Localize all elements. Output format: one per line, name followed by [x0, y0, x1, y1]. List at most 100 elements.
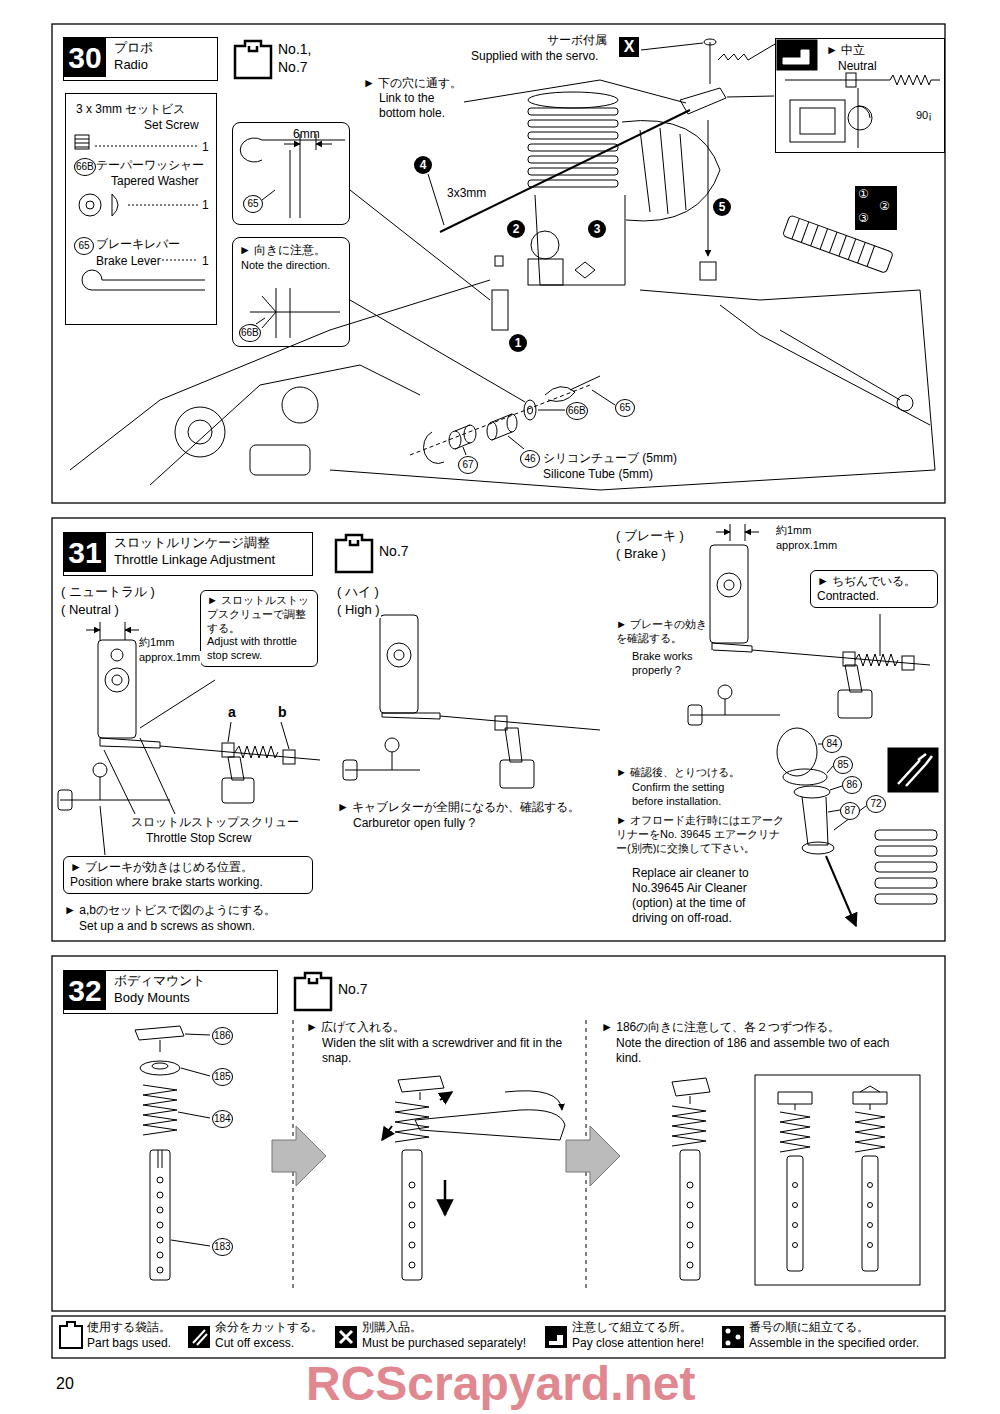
- legend-text: 番号の順に組立てる。: [748, 1320, 870, 1335]
- note-text: スロットルストップスクリュー: [130, 815, 300, 830]
- node-text: No.1, No.7: [278, 41, 326, 76]
- node-text: ブレーキレバー: [96, 237, 180, 252]
- callout-number: 5: [713, 198, 731, 216]
- note-text: b: [277, 704, 288, 722]
- parts-list: 3 x 3mm セットビスSet Screw166BテーパーワッシャーTaper…: [65, 93, 217, 325]
- note-text: approx.1mm: [138, 651, 201, 665]
- node-text: 3 x 3mm セットビス: [76, 102, 185, 117]
- note-text: Brake works properly ?: [631, 650, 713, 678]
- note-text: Replace air cleaner to No.39645 Air Clea…: [631, 866, 773, 926]
- part-number: 65: [243, 195, 263, 213]
- body-mount-illustration: [135, 1020, 920, 1290]
- note-text: Pay close attention here!: [571, 1336, 705, 1351]
- node-text: Contracted.: [817, 589, 931, 604]
- note-text: Carburetor open fully ?: [352, 816, 476, 831]
- bag-icon-shape: [235, 41, 271, 78]
- note-text: ( Neutral ): [60, 602, 120, 618]
- note-text: Must be purchased separately!: [361, 1336, 527, 1351]
- note-text: ► a,bのセットビスで図のようにする。: [63, 903, 277, 918]
- part-number: 66B: [239, 324, 261, 342]
- note-text: ► オフロード走行時にはエアークリナーをNo. 39645 エアークリナー(別売…: [615, 814, 789, 855]
- radio-illustration: [70, 39, 940, 490]
- step-number: 31: [64, 533, 106, 572]
- node-text: 1: [202, 198, 209, 213]
- note-text: Link to the bottom hole.: [378, 91, 462, 121]
- node-text: 6mm: [293, 127, 320, 142]
- node-text: Set Screw: [144, 118, 199, 133]
- part-number: 72: [866, 795, 886, 813]
- bag-label: No.7: [292, 970, 374, 1012]
- note-text: ( ハイ ): [336, 584, 380, 600]
- part-number: 87: [840, 802, 860, 820]
- step-arrows: [272, 1126, 620, 1186]
- note-text: ► キャブレターが全開になるか、確認する。: [336, 800, 581, 815]
- node-text: Throttle Linkage Adjustment: [114, 552, 275, 568]
- note-text: Set up a and b screws as shown.: [78, 919, 256, 934]
- callout-number: 1: [509, 334, 527, 352]
- part-number: 46: [520, 450, 540, 468]
- note-text: ► 186の向きに注意して、各２つずつ作る。: [600, 1020, 841, 1035]
- node-text: No.7: [338, 981, 368, 999]
- node-text: ► スロットルストップスクリューで調整する。: [207, 594, 311, 635]
- note-text: Widen the slit with a screwdriver and fi…: [321, 1036, 578, 1066]
- part-number: 86: [842, 776, 862, 794]
- note-text: ( High ): [336, 602, 381, 618]
- note-text: Supplied with the servo.: [470, 49, 599, 64]
- note-text: Cut off excess.: [214, 1336, 295, 1351]
- node-text: ► ブレーキが効きはじめる位置。: [70, 860, 306, 875]
- note-text: ( Brake ): [615, 546, 667, 562]
- neutral-inset: ► 中立Neutral90¡: [775, 38, 945, 153]
- node-text: ► 中立: [826, 43, 865, 58]
- step-header: 30プロポRadio: [63, 37, 218, 81]
- bag-icon: [333, 532, 375, 574]
- legend-text: 別購入品。: [361, 1320, 423, 1335]
- node-text: ボディマウント: [114, 973, 205, 989]
- detail-inset: 6mm 65: [232, 122, 350, 225]
- node-text: Tapered Washer: [111, 174, 199, 189]
- node-text: Body Mounts: [114, 990, 190, 1006]
- note-text: ( ニュートラル ): [60, 584, 156, 600]
- part-number: 185: [212, 1068, 233, 1086]
- note-callout: ► ブレーキが効きはじめる位置。Position where brake sta…: [63, 856, 313, 894]
- throttle-illustration: [58, 524, 938, 926]
- part-number: 183: [212, 1238, 233, 1256]
- part-number: 186: [212, 1027, 233, 1045]
- node-text: Radio: [114, 57, 148, 73]
- bag-icon-shape: [295, 973, 331, 1010]
- watermark: RCScrapyard.net: [305, 1360, 696, 1408]
- note-text: a: [227, 704, 237, 722]
- part-number: 184: [212, 1110, 233, 1128]
- node-text: ①: [858, 187, 869, 202]
- note-text: サーボ付属: [546, 33, 608, 48]
- step-number: 30: [64, 38, 106, 77]
- page-number: 20: [55, 1374, 75, 1394]
- part-number: 65: [615, 399, 635, 417]
- node-text: 1: [202, 254, 209, 269]
- detail-inset: ► 向きに注意。Note the direction. 66B: [232, 237, 350, 347]
- node-text: ②: [879, 199, 890, 214]
- note-text: Assemble in the specified order.: [748, 1336, 920, 1351]
- note-text: ► 広げて入れる。: [305, 1020, 406, 1035]
- bag-icon-shape: [336, 535, 372, 572]
- note-text: Note the direction of 186 and assemble t…: [615, 1036, 917, 1066]
- node-text: ► 向きに注意。: [239, 243, 326, 258]
- note-text: approx.1mm: [775, 539, 838, 553]
- legend-text: 余分をカットする。: [214, 1320, 324, 1335]
- purchase-mark: X: [619, 37, 639, 57]
- node-text: テーパーワッシャー: [96, 158, 204, 173]
- node-text: Note the direction.: [241, 259, 330, 273]
- node-text: ► ちぢんでいる。: [817, 574, 931, 589]
- step-header: 32ボディマウントBody Mounts: [63, 970, 278, 1014]
- node-text: ③: [858, 211, 869, 226]
- callout-number: 3: [588, 220, 606, 238]
- note-text: ► 下の穴に通す。: [362, 76, 463, 91]
- note-text: 約1mm: [138, 636, 175, 650]
- note-text: 3x3mm: [446, 186, 487, 201]
- node-text: No.7: [379, 543, 409, 561]
- node-text: Position where brake starts working.: [70, 875, 306, 890]
- note-text: 約1mm: [775, 524, 812, 538]
- step-header: 31スロットルリンケージ調整Throttle Linkage Adjustmen…: [63, 532, 313, 576]
- bag-icon: [292, 970, 334, 1012]
